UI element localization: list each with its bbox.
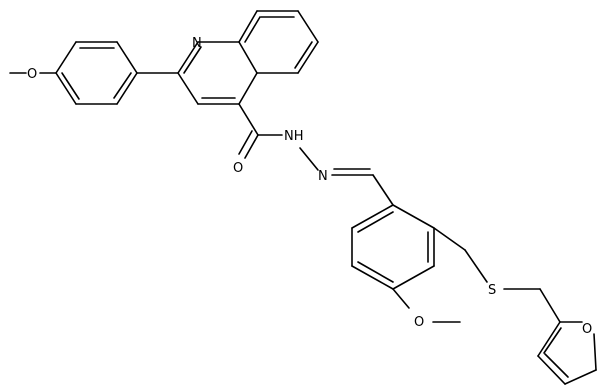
thioether-sulfur-label: S bbox=[488, 283, 496, 298]
quinoline-pyridine-ring bbox=[177, 41, 258, 105]
thioether-linker bbox=[433, 227, 561, 323]
furan-oxygen-label: O bbox=[582, 322, 592, 337]
quinoline-nitrogen-label: N bbox=[192, 36, 202, 51]
carbohydrazide-linker bbox=[238, 103, 394, 206]
carbonyl-oxygen-label: O bbox=[233, 161, 243, 176]
quinoline-benzo-ring bbox=[238, 10, 319, 74]
methoxy-oxygen-label-bottom: O bbox=[414, 315, 424, 330]
amide-nh-label: NH bbox=[284, 129, 304, 144]
methoxy-oxygen-label-left: O bbox=[27, 67, 37, 82]
central-benzene-ring bbox=[351, 204, 435, 290]
furan-ring bbox=[537, 321, 597, 385]
bottom-methoxy-group bbox=[392, 288, 461, 323]
hydrazone-nitrogen-label: N bbox=[318, 169, 328, 184]
methoxyphenyl-ring bbox=[9, 41, 179, 105]
